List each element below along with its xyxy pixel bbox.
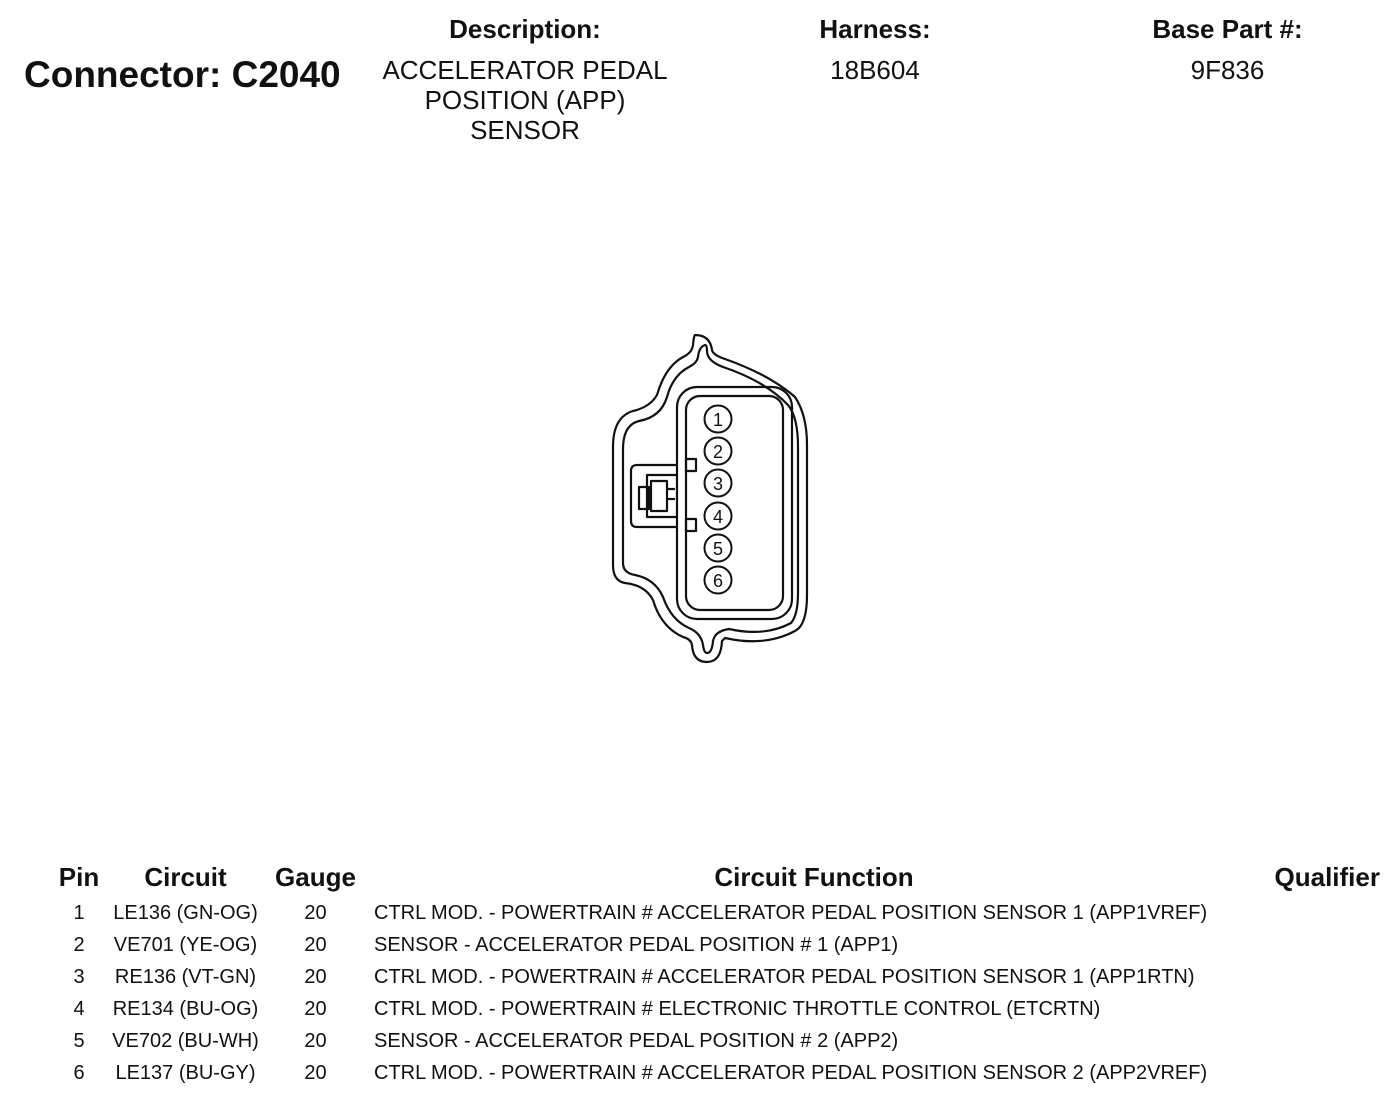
cell-circuit-function: CTRL MOD. - POWERTRAIN # ACCELERATOR PED… bbox=[374, 901, 1208, 924]
cell-pin: 1 bbox=[73, 901, 85, 924]
pin-circle bbox=[703, 565, 733, 595]
cell-circuit: RE136 (VT-GN) bbox=[114, 965, 257, 988]
cell-circuit-function: CTRL MOD. - POWERTRAIN # ELECTRONIC THRO… bbox=[374, 997, 1101, 1020]
cell-gauge: 20 bbox=[304, 997, 327, 1020]
column-header-gauge: Gauge bbox=[275, 862, 356, 892]
pin-circle bbox=[703, 468, 733, 498]
column-header-circuit-function: Circuit Function bbox=[714, 862, 914, 892]
base-part-value: 9F836 bbox=[1190, 55, 1265, 85]
cell-pin: 2 bbox=[73, 933, 85, 956]
table-row: 4 RE134 (BU-OG) 20 CTRL MOD. - POWERTRAI… bbox=[50, 993, 1380, 1025]
cell-pin: 5 bbox=[73, 1029, 85, 1052]
key-tab-upper bbox=[684, 457, 698, 473]
latch-tab bbox=[637, 485, 651, 511]
pin-6: 6 bbox=[703, 565, 733, 595]
column-header-qualifier: Qualifier bbox=[1274, 862, 1380, 892]
table-row: 6 LE137 (BU-GY) 20 CTRL MOD. - POWERTRAI… bbox=[50, 1057, 1380, 1089]
cell-qualifier bbox=[1260, 897, 1380, 929]
cell-qualifier bbox=[1260, 929, 1380, 961]
cell-pin: 3 bbox=[73, 965, 85, 988]
key-tab-lower bbox=[684, 517, 698, 533]
table-header-row: Pin Circuit Gauge Circuit Function Quali… bbox=[50, 862, 1380, 897]
pin-cavity-outer bbox=[675, 385, 794, 621]
cell-circuit: LE137 (BU-GY) bbox=[115, 1061, 256, 1084]
cell-qualifier bbox=[1260, 993, 1380, 1025]
connector-housing-outer bbox=[611, 333, 809, 664]
table-row: 5 VE702 (BU-WH) 20 SENSOR - ACCELERATOR … bbox=[50, 1025, 1380, 1057]
pin-label: 5 bbox=[713, 539, 723, 559]
description-line: ACCELERATOR PEDAL bbox=[382, 55, 668, 85]
pin-assignment-table: Pin Circuit Gauge Circuit Function Quali… bbox=[50, 862, 1380, 1089]
cell-circuit: VE701 (YE-OG) bbox=[113, 933, 258, 956]
description-column: Description: ACCELERATOR PEDAL POSITION … bbox=[350, 14, 700, 145]
table-row: 3 RE136 (VT-GN) 20 CTRL MOD. - POWERTRAI… bbox=[50, 961, 1380, 993]
cell-gauge: 20 bbox=[304, 965, 327, 988]
cell-gauge: 20 bbox=[304, 1061, 327, 1084]
cell-pin: 4 bbox=[73, 997, 85, 1020]
description-label: Description: bbox=[449, 14, 601, 44]
pin-5: 5 bbox=[703, 533, 733, 563]
cell-circuit-function: CTRL MOD. - POWERTRAIN # ACCELERATOR PED… bbox=[374, 965, 1195, 988]
description-value: ACCELERATOR PEDAL POSITION (APP) SENSOR bbox=[350, 55, 700, 145]
column-header-circuit: Circuit bbox=[144, 862, 227, 892]
pin-4: 4 bbox=[703, 501, 733, 531]
cell-pin: 6 bbox=[73, 1061, 85, 1084]
cell-circuit-function: SENSOR - ACCELERATOR PEDAL POSITION # 2 … bbox=[374, 1029, 899, 1052]
pin-3: 3 bbox=[703, 468, 733, 498]
column-header-pin: Pin bbox=[58, 862, 100, 892]
pin-circle bbox=[703, 404, 733, 434]
cell-gauge: 20 bbox=[304, 933, 327, 956]
cell-circuit-function: SENSOR - ACCELERATOR PEDAL POSITION # 1 … bbox=[374, 933, 899, 956]
pin-label: 6 bbox=[713, 571, 723, 591]
cell-qualifier bbox=[1260, 1057, 1380, 1089]
cell-circuit: RE134 (BU-OG) bbox=[112, 997, 259, 1020]
cell-gauge: 20 bbox=[304, 901, 327, 924]
table-row: 2 VE701 (YE-OG) 20 SENSOR - ACCELERATOR … bbox=[50, 929, 1380, 961]
description-line: POSITION (APP) bbox=[424, 85, 626, 115]
pin-label: 4 bbox=[713, 507, 723, 527]
cell-circuit: VE702 (BU-WH) bbox=[112, 1029, 259, 1052]
pin-label: 2 bbox=[713, 442, 723, 462]
cell-circuit-function: CTRL MOD. - POWERTRAIN # ACCELERATOR PED… bbox=[374, 1061, 1208, 1084]
pin-1: 1 bbox=[703, 404, 733, 434]
pin-group: 1 2 3 4 5 6 bbox=[703, 404, 733, 595]
latch-inner bbox=[645, 473, 677, 519]
table-row: 1 LE136 (GN-OG) 20 CTRL MOD. - POWERTRAI… bbox=[50, 897, 1380, 929]
latch-outer bbox=[629, 463, 677, 529]
latch-button bbox=[649, 479, 669, 513]
pin-2: 2 bbox=[703, 436, 733, 466]
cell-qualifier bbox=[1260, 1025, 1380, 1057]
pin-circle bbox=[703, 436, 733, 466]
cell-gauge: 20 bbox=[304, 1029, 327, 1052]
pin-label: 3 bbox=[713, 474, 723, 494]
harness-value: 18B604 bbox=[830, 55, 920, 85]
pin-label: 1 bbox=[713, 410, 723, 430]
pin-cavity-inner bbox=[684, 394, 785, 612]
harness-label: Harness: bbox=[819, 14, 931, 44]
description-line: SENSOR bbox=[470, 115, 580, 145]
connector-housing-inner bbox=[621, 343, 800, 655]
base-part-column: Base Part #: 9F836 bbox=[1110, 14, 1345, 85]
connector-face-diagram: 1 2 3 4 5 6 bbox=[611, 333, 809, 664]
cell-circuit: LE136 (GN-OG) bbox=[113, 901, 258, 924]
harness-column: Harness: 18B604 bbox=[770, 14, 980, 85]
connector-title: Connector: C2040 bbox=[24, 54, 341, 95]
base-part-label: Base Part #: bbox=[1152, 14, 1303, 44]
pin-circle bbox=[703, 533, 733, 563]
cell-qualifier bbox=[1260, 961, 1380, 993]
pin-circle bbox=[703, 501, 733, 531]
